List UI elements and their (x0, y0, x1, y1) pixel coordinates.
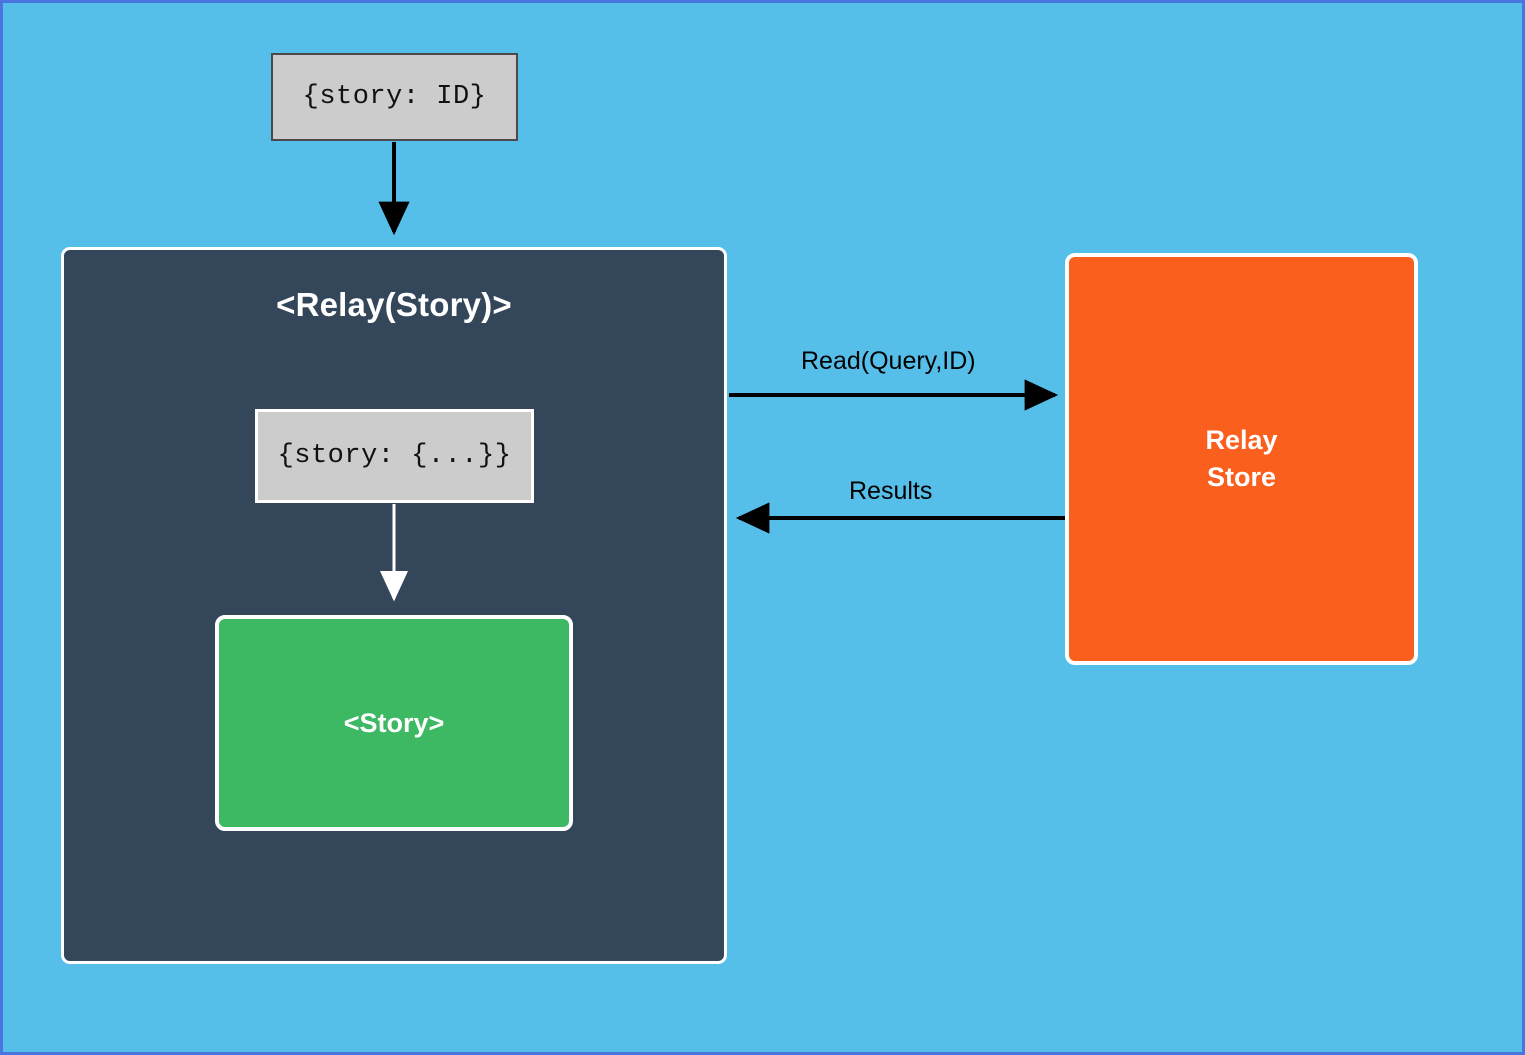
node-relay-store: Relay Store (1065, 253, 1418, 665)
edge-read-label: Read(Query,ID) (801, 347, 976, 375)
node-props-input: {story: ID} (271, 53, 518, 141)
node-relay-container-label: <Relay(Story)> (276, 286, 512, 323)
node-props-resolved-label: {story: {...}} (277, 441, 512, 471)
node-story-component: <Story> (215, 615, 573, 831)
node-props-resolved: {story: {...}} (255, 409, 534, 503)
node-story-component-label: <Story> (343, 707, 445, 738)
node-relay-store-label-line1: Relay (1205, 424, 1278, 455)
node-relay-store-label-line2: Store (1206, 462, 1277, 492)
edge-results-label: Results (849, 477, 933, 505)
node-relay-container: <Relay(Story)> (61, 247, 727, 964)
node-props-input-label: {story: ID} (302, 82, 487, 112)
